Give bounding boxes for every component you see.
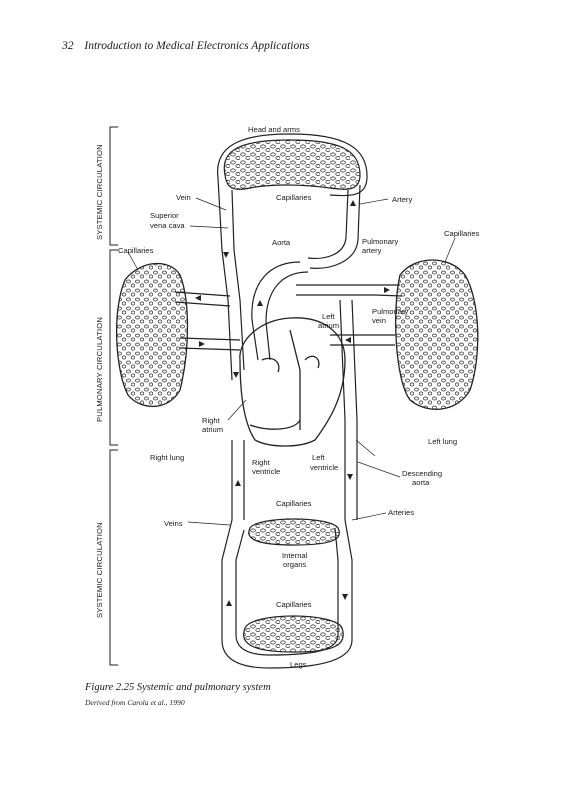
right-lung <box>115 262 189 407</box>
side-label-systemic-top: SYSTEMIC CIRCULATION <box>95 144 104 240</box>
figure-source: Derived from Carola et al., 1990 <box>85 698 185 707</box>
label-internal: Internal <box>282 551 308 560</box>
label-capillaries-left-side: Capillaries <box>118 246 154 255</box>
side-label-systemic-bottom: SYSTEMIC CIRCULATION <box>95 522 104 618</box>
label-superior: Superior <box>150 211 179 220</box>
label-descending-2: aorta <box>412 478 430 487</box>
label-capillaries-right-side: Capillaries <box>444 229 480 238</box>
label-pulmonary-artery-2: artery <box>362 246 382 255</box>
left-lung <box>395 259 479 410</box>
flow-arrows <box>195 200 390 606</box>
label-right-ventricle-2: ventricle <box>252 467 280 476</box>
label-pulmonary-vein-1: Pulmonary <box>372 307 408 316</box>
side-brackets <box>109 126 118 666</box>
label-vein: Vein <box>176 193 191 202</box>
label-pulmonary-vein-2: vein <box>372 316 386 325</box>
label-vena-cava: vena cava <box>150 221 185 230</box>
label-descending-1: Descending <box>402 469 442 478</box>
label-organs: organs <box>283 560 306 569</box>
label-artery: Artery <box>392 195 412 204</box>
label-right-lung: Right lung <box>150 453 184 462</box>
label-aorta: Aorta <box>272 238 291 247</box>
label-arteries: Arteries <box>388 508 414 517</box>
leader-lines <box>127 197 456 526</box>
label-right-ventricle-1: Right <box>252 458 271 467</box>
internal-organs-capillary-bed <box>248 518 340 546</box>
page-number: 32 <box>62 40 74 52</box>
label-left-ventricle-2: ventricle <box>310 463 338 472</box>
figure-caption: Figure 2.25 Systemic and pulmonary syste… <box>85 682 271 693</box>
heart <box>239 317 346 447</box>
label-veins: Veins <box>164 519 183 528</box>
label-right-atrium-2: atrium <box>202 425 223 434</box>
label-capillaries-mid: Capillaries <box>276 499 312 508</box>
legs-capillary-bed <box>243 615 344 653</box>
label-capillaries-bottom: Capillaries <box>276 600 312 609</box>
label-left-ventricle-1: Left <box>312 453 326 462</box>
label-capillaries-top: Capillaries <box>276 193 312 202</box>
page-header: 32 Introduction to Medical Electronics A… <box>62 40 309 52</box>
label-pulmonary-artery-1: Pulmonary <box>362 237 398 246</box>
label-head-and-arms: Head and arms <box>248 125 300 134</box>
label-left-lung: Left lung <box>428 437 457 446</box>
running-title: Introduction to Medical Electronics Appl… <box>84 40 310 52</box>
label-right-atrium-1: Right <box>202 416 221 425</box>
label-left-atrium-1: Left <box>322 312 336 321</box>
label-left-atrium-2: atrium <box>318 321 339 330</box>
side-label-pulmonary: PULMONARY CIRCULATION <box>95 317 104 422</box>
head-arms-capillary-bed <box>217 133 368 197</box>
label-legs: Legs <box>290 660 307 669</box>
